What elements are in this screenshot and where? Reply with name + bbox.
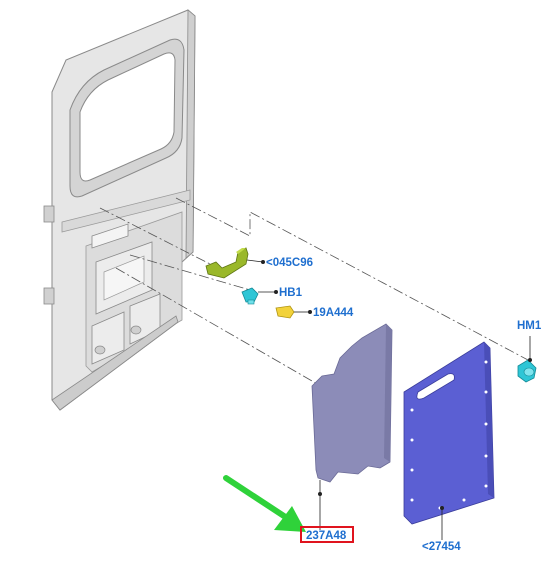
leader-c1: [246, 259, 264, 263]
highlight-box: [300, 526, 354, 543]
push-pin-hm1: [517, 359, 537, 383]
insulation-pad: [311, 323, 393, 483]
leader-dot-c5: [318, 492, 322, 496]
leader-dot-c2: [274, 290, 278, 294]
callout-label-237a48[interactable]: 237A48: [306, 530, 347, 542]
assembly-leader-lines: [99, 197, 529, 405]
leader-dot-c3: [308, 310, 312, 314]
leader-dot-c4: [528, 358, 532, 362]
bumper-19a444: [275, 305, 295, 319]
callout-label-hm1[interactable]: HM1: [517, 320, 542, 332]
clip-hb1: [241, 287, 259, 305]
callout-label-19a444[interactable]: 19A444: [313, 307, 354, 319]
trim-panel: [403, 341, 495, 525]
leader-dot-c6: [440, 506, 444, 510]
callout-label-hb1[interactable]: HB1: [279, 287, 303, 299]
green-pointer-arrow-icon: [223, 475, 306, 532]
callout-label-27454[interactable]: <27454: [422, 541, 461, 553]
door-shell: [43, 9, 196, 411]
leader-dot-c1: [261, 260, 265, 264]
callout-label-045c96[interactable]: <045C96: [266, 257, 313, 269]
handle-bracket: [205, 247, 249, 279]
